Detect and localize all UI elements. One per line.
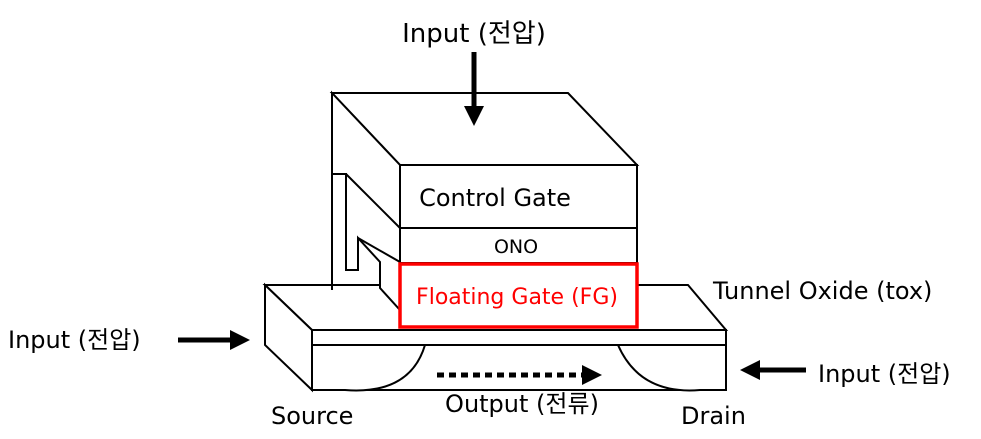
ono-layer bbox=[399, 227, 638, 264]
floating-gate-label: Floating Gate (FG) bbox=[416, 285, 618, 310]
ono-label: ONO bbox=[494, 236, 538, 258]
drain-label: Drain bbox=[681, 402, 746, 430]
ono-wrap-line bbox=[345, 173, 401, 229]
fg-wrap-line bbox=[357, 237, 401, 263]
input-right-label: Input (전압) bbox=[818, 360, 951, 388]
floating-gate bbox=[398, 262, 639, 329]
drain-region bbox=[616, 344, 727, 392]
output-label: Output (전류) bbox=[445, 390, 599, 418]
input-top-arrow bbox=[464, 52, 484, 126]
substrate bbox=[262, 282, 729, 393]
input-top-label: Input (전압) bbox=[402, 19, 546, 49]
output-dotted-arrow bbox=[437, 365, 602, 385]
input-left-arrow bbox=[178, 330, 250, 350]
control-gate bbox=[399, 164, 638, 229]
gate-stack bbox=[329, 90, 640, 329]
source-region bbox=[311, 344, 427, 392]
tunnel-oxide-label: Tunnel Oxide (tox) bbox=[712, 277, 932, 305]
control-gate-label: Control Gate bbox=[419, 184, 571, 212]
input-left-label: Input (전압) bbox=[8, 326, 141, 354]
input-right-arrow bbox=[740, 360, 806, 380]
source-label: Source bbox=[271, 402, 353, 430]
